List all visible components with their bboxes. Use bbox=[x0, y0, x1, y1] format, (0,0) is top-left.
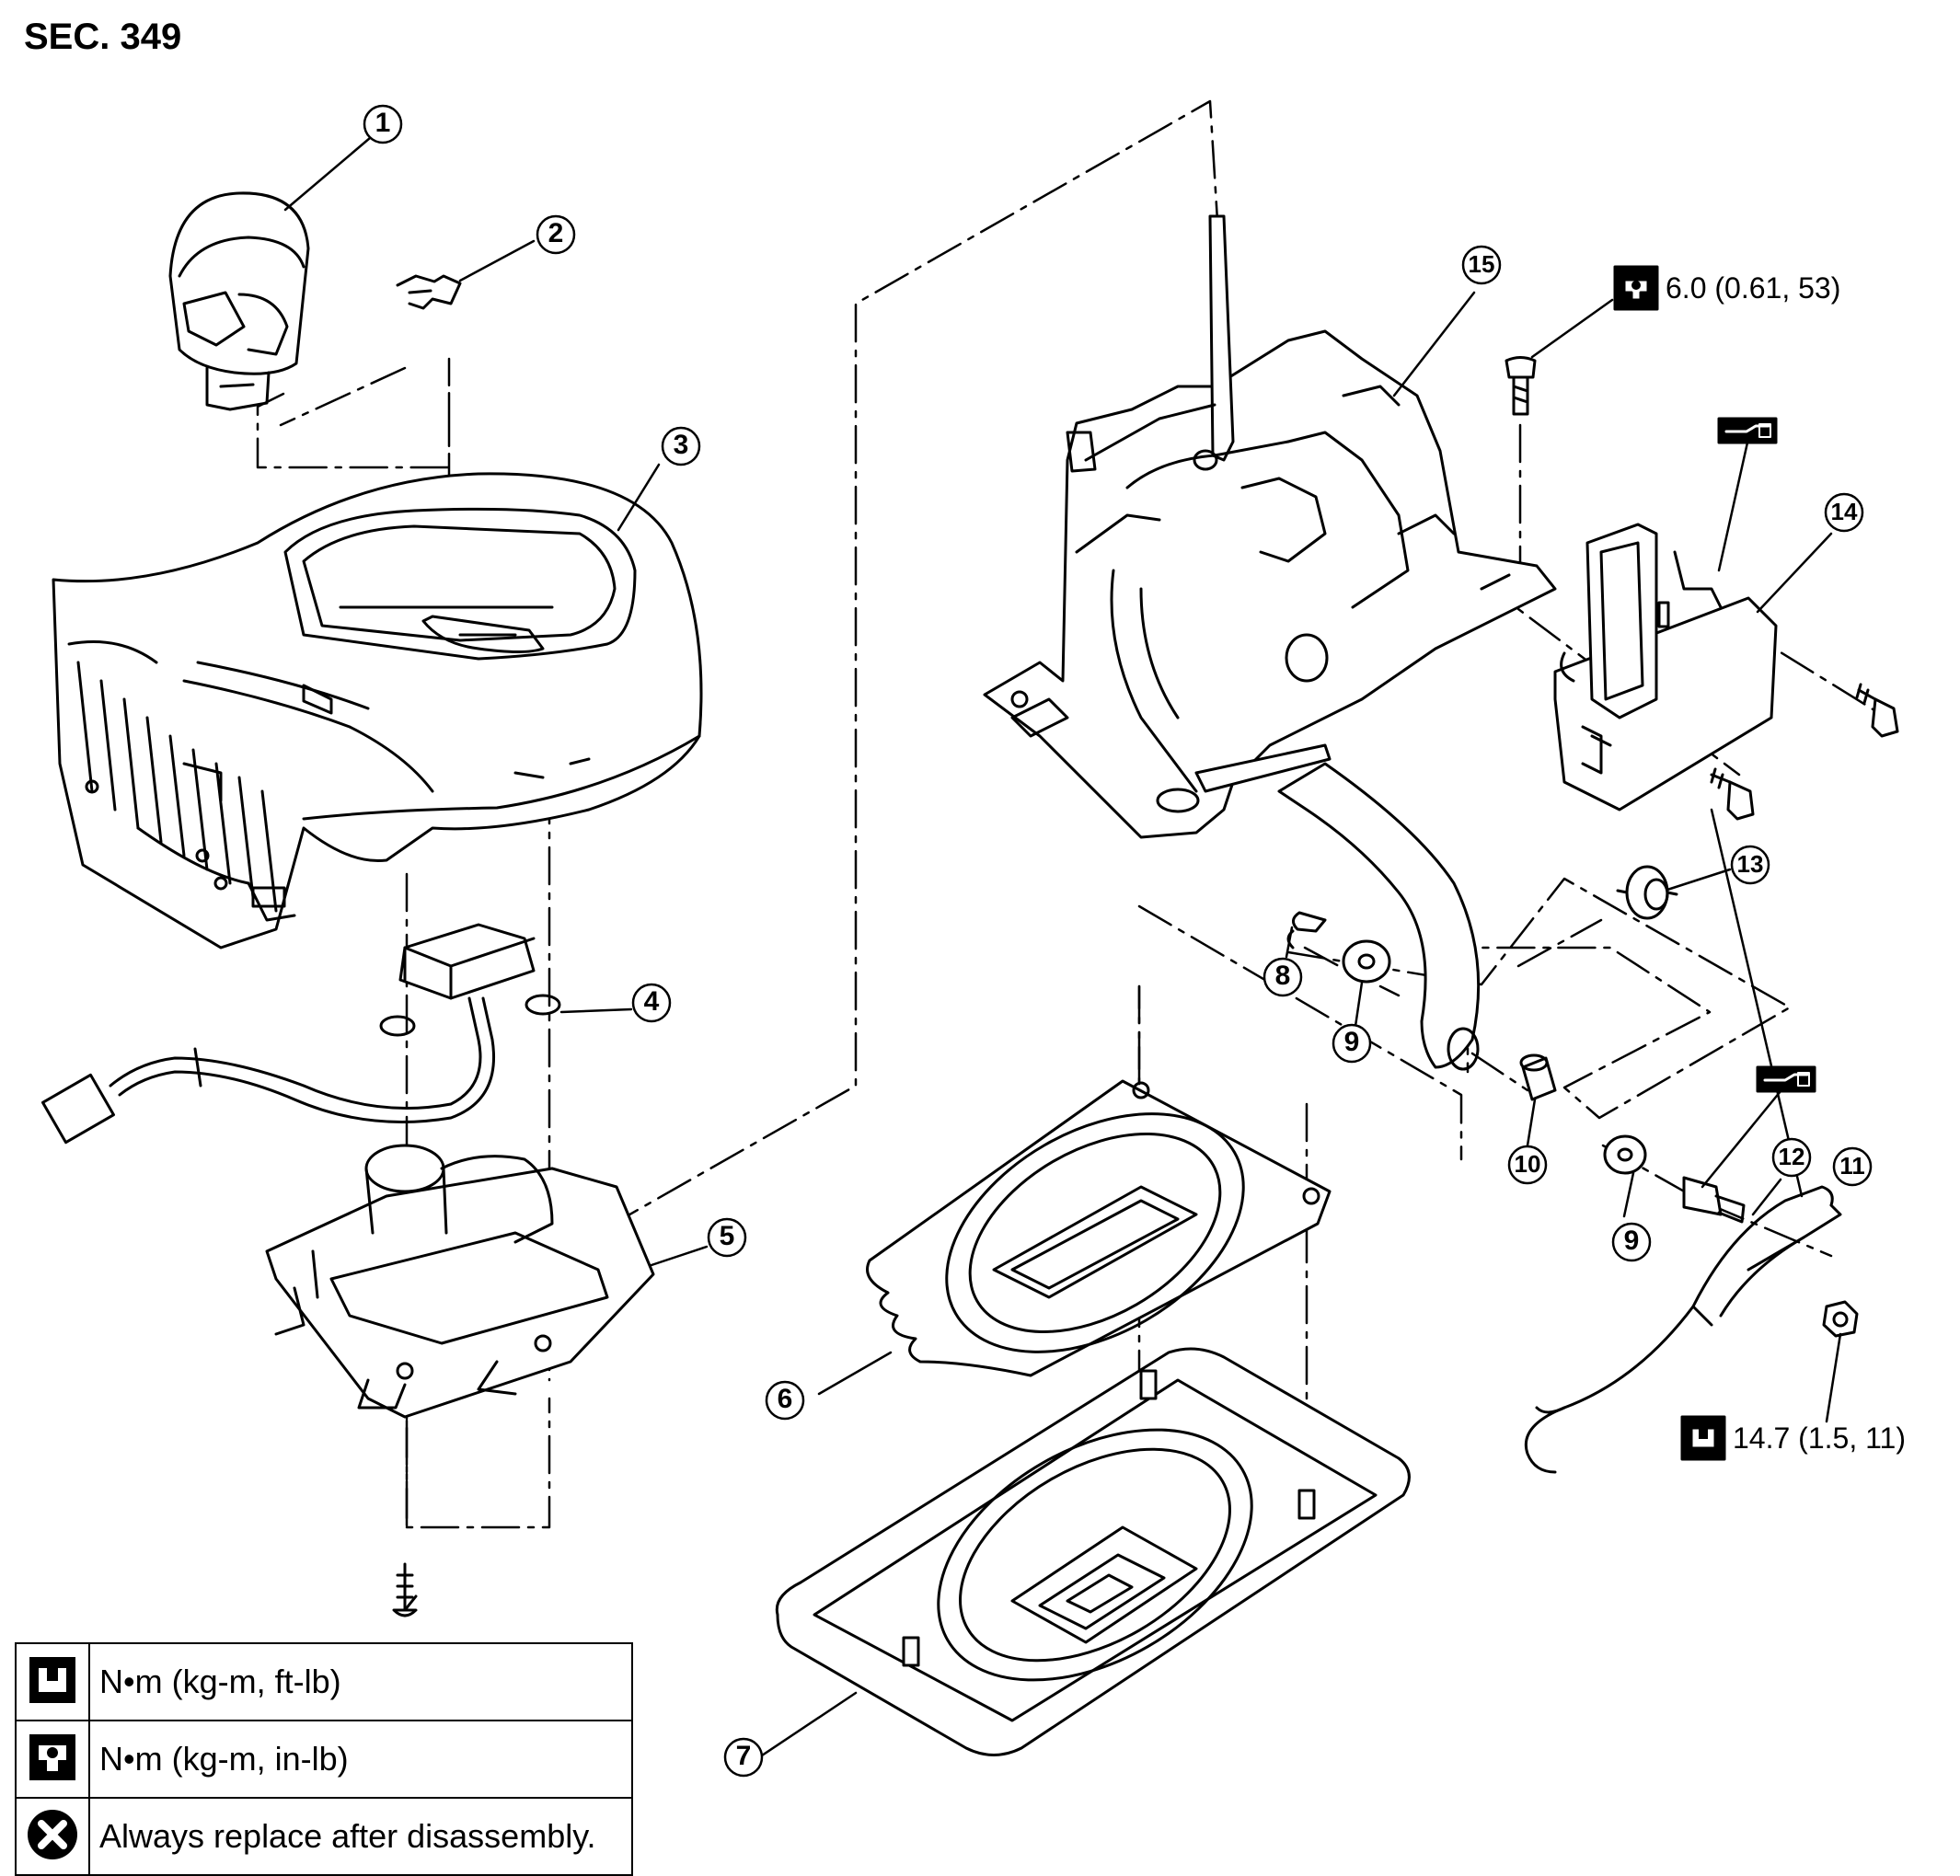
torque-wrench-inlb-icon bbox=[29, 1733, 75, 1780]
callout-13: 13 bbox=[1736, 850, 1764, 878]
callout-10: 10 bbox=[1514, 1150, 1541, 1178]
legend-text-replace: Always replace after disassembly. bbox=[88, 1797, 633, 1876]
shift-lever-assembly bbox=[983, 214, 1557, 1071]
bushing-10 bbox=[1519, 1053, 1557, 1101]
screw-right-lower bbox=[1710, 767, 1755, 821]
grommet-13 bbox=[1616, 865, 1678, 920]
replace-x-icon bbox=[28, 1809, 77, 1859]
legend-icon-cell bbox=[15, 1720, 90, 1799]
control-cable-11 bbox=[1525, 1185, 1842, 1474]
screw-lower-left bbox=[392, 1562, 418, 1617]
callout-14: 14 bbox=[1830, 498, 1858, 525]
mounting-bolt bbox=[1505, 356, 1537, 416]
legend-icon-cell bbox=[15, 1642, 90, 1721]
shift-knob bbox=[168, 191, 310, 411]
console-finisher bbox=[52, 472, 703, 950]
legend-text-ftlb: N•m (kg-m, ft-lb) bbox=[88, 1642, 633, 1721]
callout-3: 3 bbox=[673, 430, 689, 460]
shifter-housing bbox=[265, 1144, 655, 1419]
callout-15: 15 bbox=[1468, 250, 1495, 278]
torque-wrench-ftlb-icon bbox=[29, 1656, 75, 1703]
legend-row-inlb: N•m (kg-m, in-lb) bbox=[15, 1720, 633, 1799]
torque-value-nut: 14.7 (1.5, 11) bbox=[1733, 1421, 1906, 1455]
screw-right-upper bbox=[1855, 683, 1899, 738]
legend-icon-cell bbox=[15, 1797, 90, 1876]
section-number: SEC. 349 bbox=[24, 17, 182, 57]
washer-9-lower bbox=[1603, 1134, 1647, 1175]
callout-7: 7 bbox=[735, 1741, 752, 1771]
grease-tube-icon bbox=[1717, 417, 1778, 444]
nut-11 bbox=[1822, 1300, 1859, 1338]
legend-row-replace: Always replace after disassembly. bbox=[15, 1797, 633, 1876]
legend-table: N•m (kg-m, ft-lb) N•m (kg-m, in-lb) Alwa… bbox=[15, 1642, 633, 1876]
callout-6: 6 bbox=[777, 1384, 793, 1414]
grease-tube-icon-lower bbox=[1756, 1065, 1816, 1093]
callout-4: 4 bbox=[643, 986, 660, 1017]
torque-wrench-ftlb-icon bbox=[1680, 1415, 1726, 1461]
torque-value-bolt: 6.0 (0.61, 53) bbox=[1666, 271, 1841, 305]
callout-1: 1 bbox=[375, 108, 391, 138]
boot-gasket bbox=[866, 1079, 1332, 1377]
boot-base-plate bbox=[775, 1347, 1411, 1756]
callout-5: 5 bbox=[719, 1221, 735, 1251]
callout-11: 11 bbox=[1839, 1152, 1865, 1180]
retaining-clip bbox=[396, 274, 462, 310]
legend-row-ftlb: N•m (kg-m, ft-lb) bbox=[15, 1642, 633, 1721]
leader-lines bbox=[283, 136, 1842, 1759]
legend-text-inlb: N•m (kg-m, in-lb) bbox=[88, 1720, 633, 1799]
callout-9-lower: 9 bbox=[1623, 1226, 1640, 1256]
callout-8: 8 bbox=[1274, 961, 1291, 991]
callout-2: 2 bbox=[548, 218, 564, 248]
switch-harness bbox=[41, 923, 561, 1145]
callout-12: 12 bbox=[1778, 1143, 1805, 1170]
washer-9-upper bbox=[1342, 939, 1391, 984]
torque-wrench-inlb-icon bbox=[1613, 265, 1659, 311]
shift-lock-unit bbox=[1553, 523, 1778, 811]
clip-8 bbox=[1286, 911, 1327, 950]
callout-9-upper: 9 bbox=[1343, 1027, 1360, 1057]
